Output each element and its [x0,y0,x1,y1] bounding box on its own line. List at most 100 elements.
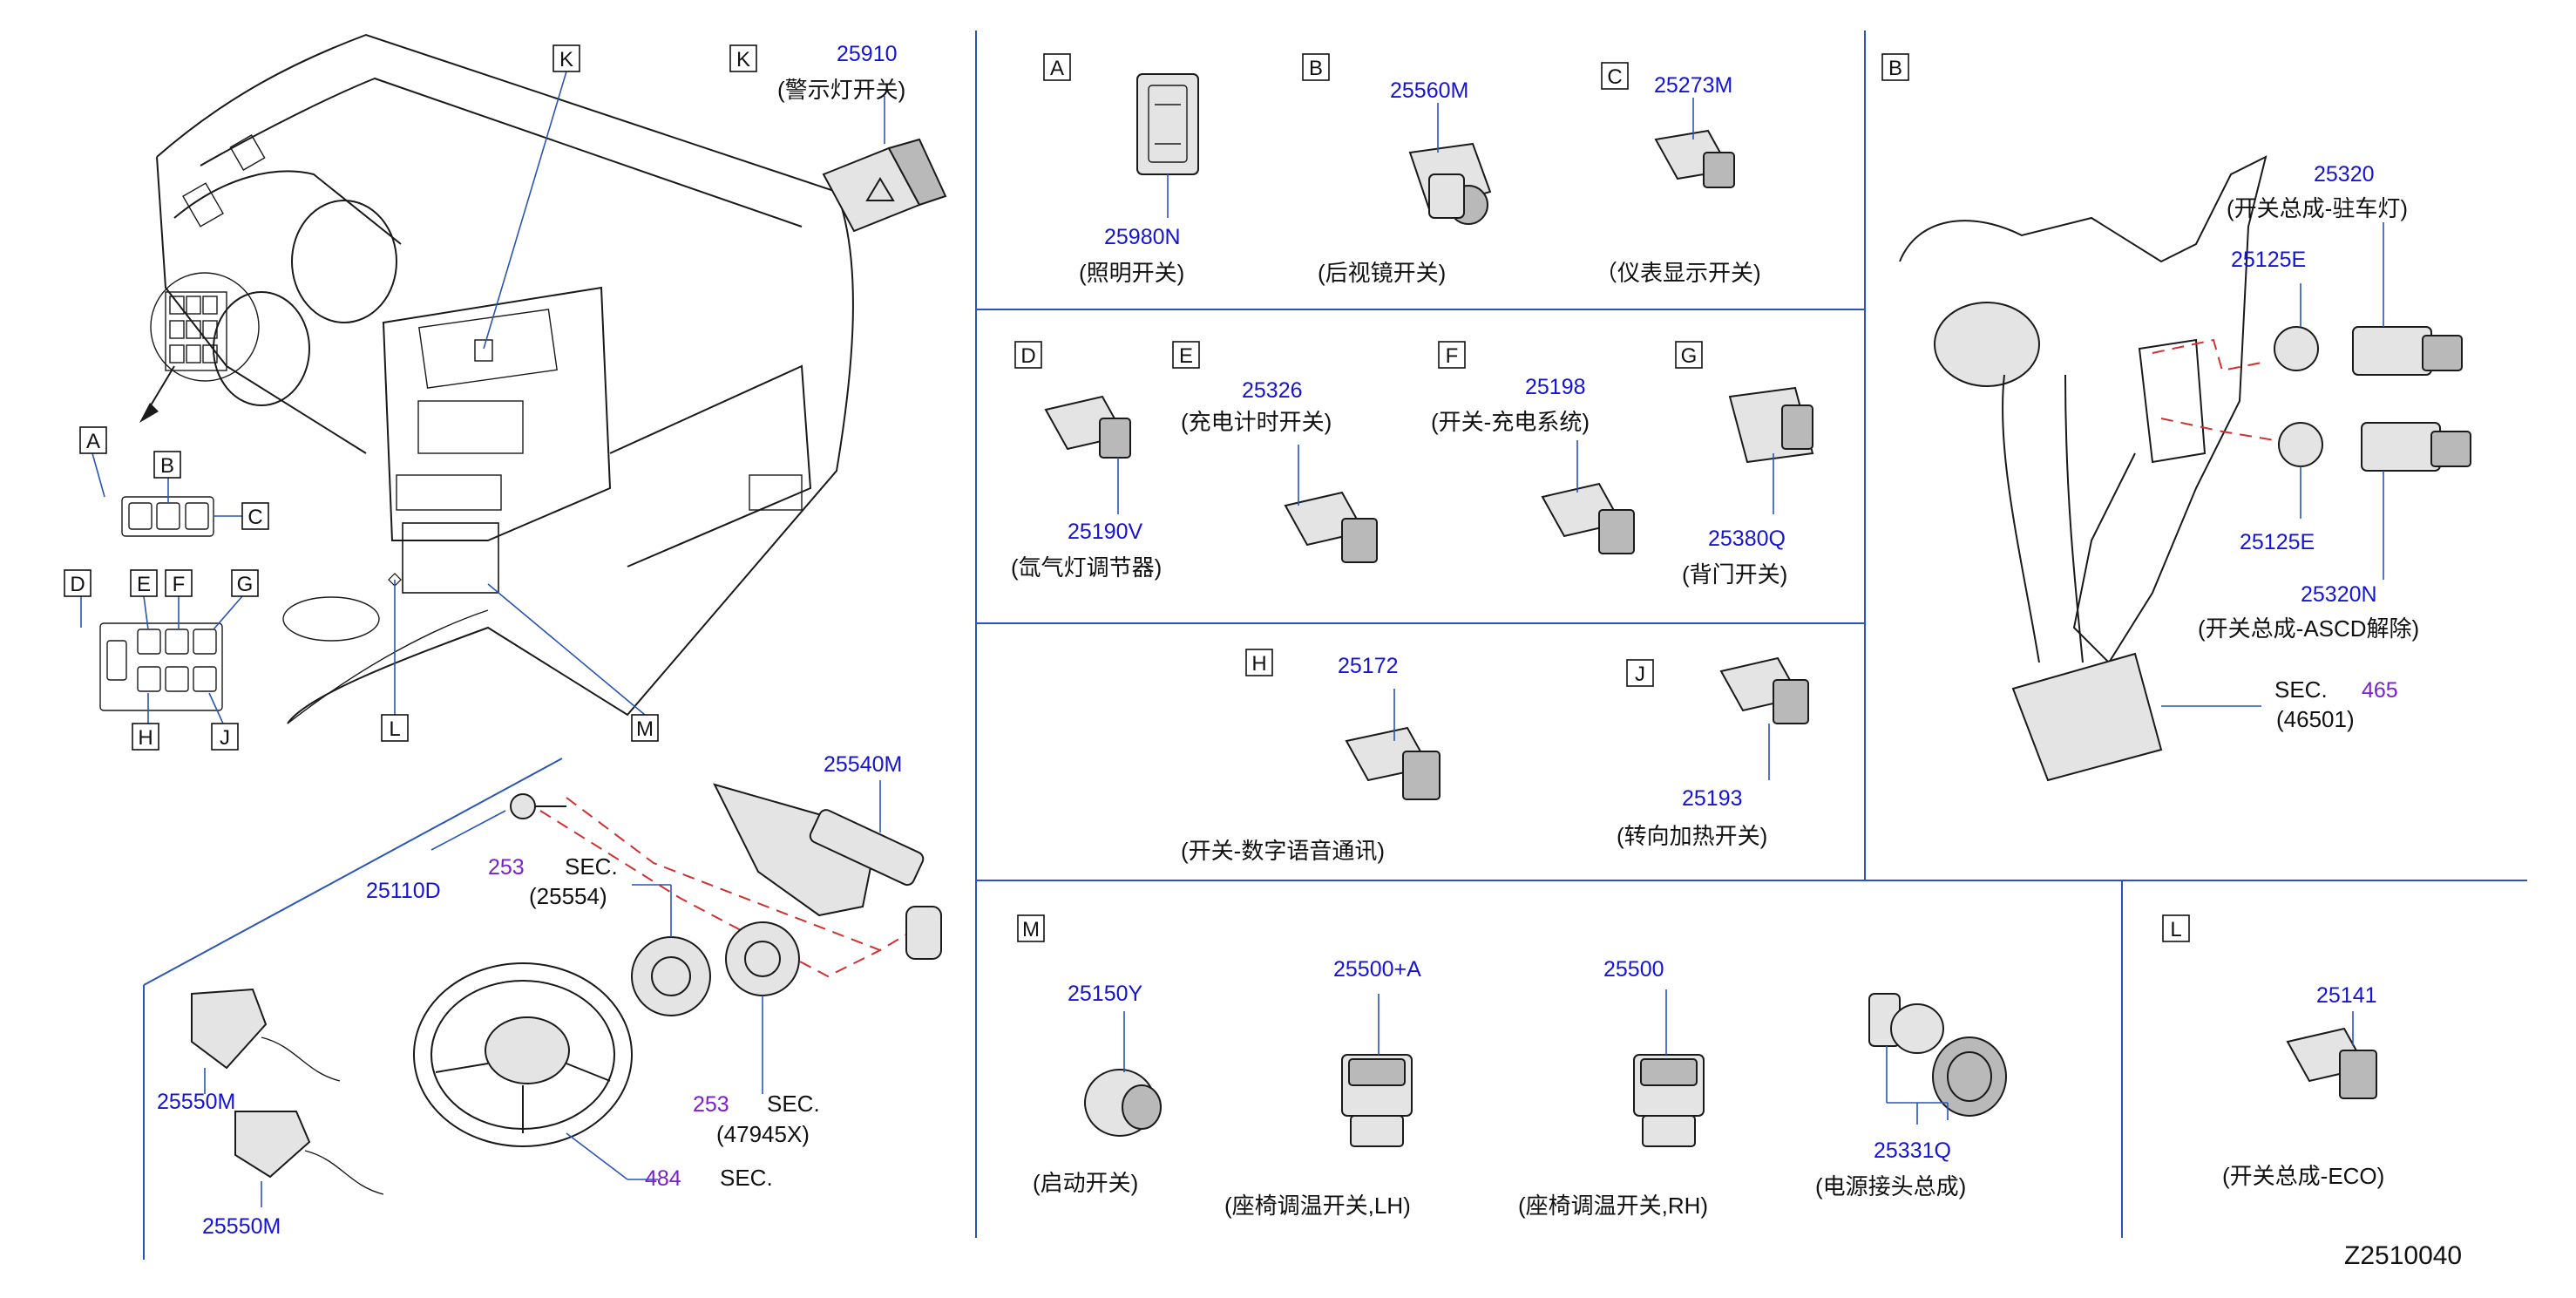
row1-box-C: C [1607,65,1622,89]
power-socket-part [1868,993,2007,1125]
part-25500A: 25500+A [1333,957,1421,982]
row2-box-F: F [1446,344,1459,368]
cap-25190V: (氙气灯调节器) [1011,554,1162,581]
part-25500: 25500 [1603,957,1664,982]
callout-lines [80,71,646,724]
part-25320N: 25320N [2301,582,2377,607]
part-25550M-top: 25550M [157,1090,235,1114]
row3-box-H: H [1251,652,1266,676]
row1-boxes [1043,53,1629,90]
row2-boxes [1014,341,1703,369]
sec-253-a: 253 [488,855,525,880]
cap-25910: (警示灯开关) [777,77,905,103]
sec-label-47945X: SEC. [767,1091,820,1117]
part-25980N: 25980N [1104,225,1181,249]
part-25331Q: 25331Q [1874,1138,1951,1163]
steering-area [191,780,942,1207]
sec-253-b: 253 [693,1092,729,1117]
sec-465: 465 [2362,678,2398,703]
box-E: E [137,573,151,596]
cap-25331Q: (电源接头总成) [1815,1173,1966,1199]
part-25320: 25320 [2314,162,2375,187]
row1-box-A: A [1050,57,1064,80]
part-25198: 25198 [1525,375,1586,399]
cap-25500A: (座椅调温开关,LH) [1224,1193,1411,1219]
sec-484: 484 [645,1166,681,1191]
ref-47945X: (47945X) [716,1121,810,1147]
cap-25500: (座椅调温开关,RH) [1518,1193,1708,1219]
row4-box-M: M [1022,918,1040,941]
cap-25380Q: (背门开关) [1682,561,1787,588]
cap-25326: (充电计时开关) [1181,409,1332,435]
charge-timer-switch-part [1284,445,1378,563]
cap-25172: (开关-数字语音通讯) [1181,838,1385,864]
part-25193: 25193 [1682,786,1743,811]
sec-label-484: SEC. [720,1165,773,1191]
part-25380Q: 25380Q [1708,527,1786,551]
box-F: F [173,573,186,596]
part-25326: 25326 [1242,378,1303,403]
diagram-code: Z2510040 [2344,1241,2462,1270]
seat-heater-switch-lh-part [1341,994,1413,1147]
box-D: D [70,573,85,596]
seat-heater-switch-rh-part [1633,989,1705,1147]
stop-lamp-switch-parts [2152,222,2471,707]
cap-25320N: (开关总成-ASCD解除) [2198,615,2419,642]
switch-plate-dj [99,622,223,711]
illumination-switch-part [1136,73,1199,218]
steering-heater-switch-part [1719,656,1809,780]
box-K-dash: K [559,48,573,71]
cap-25273M: （仪表显示开关) [1595,260,1761,286]
cap-25320: (开关总成-驻车灯) [2227,195,2408,221]
row3-boxes [1245,649,1654,687]
box-C: C [247,506,262,529]
sec-label-25554: SEC. [565,853,618,880]
box-M-dash: M [636,717,654,741]
cap-25193: (转向加热开关) [1617,823,1767,849]
brake-pedal-illustration [1899,155,2268,782]
back-door-switch-part [1728,386,1814,514]
part-25125E-top: 25125E [2231,248,2306,272]
box-H: H [138,726,153,750]
box-K-detail: K [736,48,750,71]
cap-25560M: (后视镜开关) [1318,260,1446,286]
sec-label-465: SEC. [2274,676,2328,703]
meter-display-switch-part [1654,98,1735,188]
cap-25980N: (照明开关) [1079,260,1184,286]
row3-box-J: J [1635,663,1645,686]
dash-letter-boxes [64,44,757,751]
row2-box-D: D [1020,344,1035,368]
dash-letter-text: A B C D E F G H J K K L M [70,48,750,750]
box-G: G [237,573,254,596]
digital-voice-switch-part [1345,689,1441,800]
part-25910: 25910 [837,42,898,66]
part-25190V: 25190V [1068,520,1143,544]
ref-25554: (25554) [529,883,607,909]
box-J: J [220,726,230,750]
eco-switch-part [2286,1011,2377,1099]
start-switch-part [1084,1011,1162,1137]
part-25540M: 25540M [824,752,902,777]
panel-dividers [143,31,2527,1260]
part-25172: 25172 [1338,654,1399,678]
cap-25150Y: (启动开关) [1033,1170,1138,1196]
part-25560M: 25560M [1390,78,1468,103]
pedal-box-B: B [1888,57,1902,80]
box-A: A [86,430,100,453]
part-25150Y: 25150Y [1068,982,1143,1006]
eco-box-L: L [2170,918,2181,941]
cap-25198: (开关-充电系统) [1431,409,1590,435]
ref-46501: (46501) [2276,706,2355,732]
part-25273M: 25273M [1654,73,1732,98]
box-L-dash: L [389,717,400,741]
box-B: B [160,454,174,478]
mirror-switch-part [1408,103,1492,225]
hazard-switch-part [822,96,947,233]
part-25141: 25141 [2316,983,2377,1008]
charging-system-switch-part [1541,440,1635,554]
cap-25141: (开关总成-ECO) [2222,1163,2384,1189]
row2-box-E: E [1179,344,1193,368]
part-25550M-bottom: 25550M [202,1214,281,1239]
